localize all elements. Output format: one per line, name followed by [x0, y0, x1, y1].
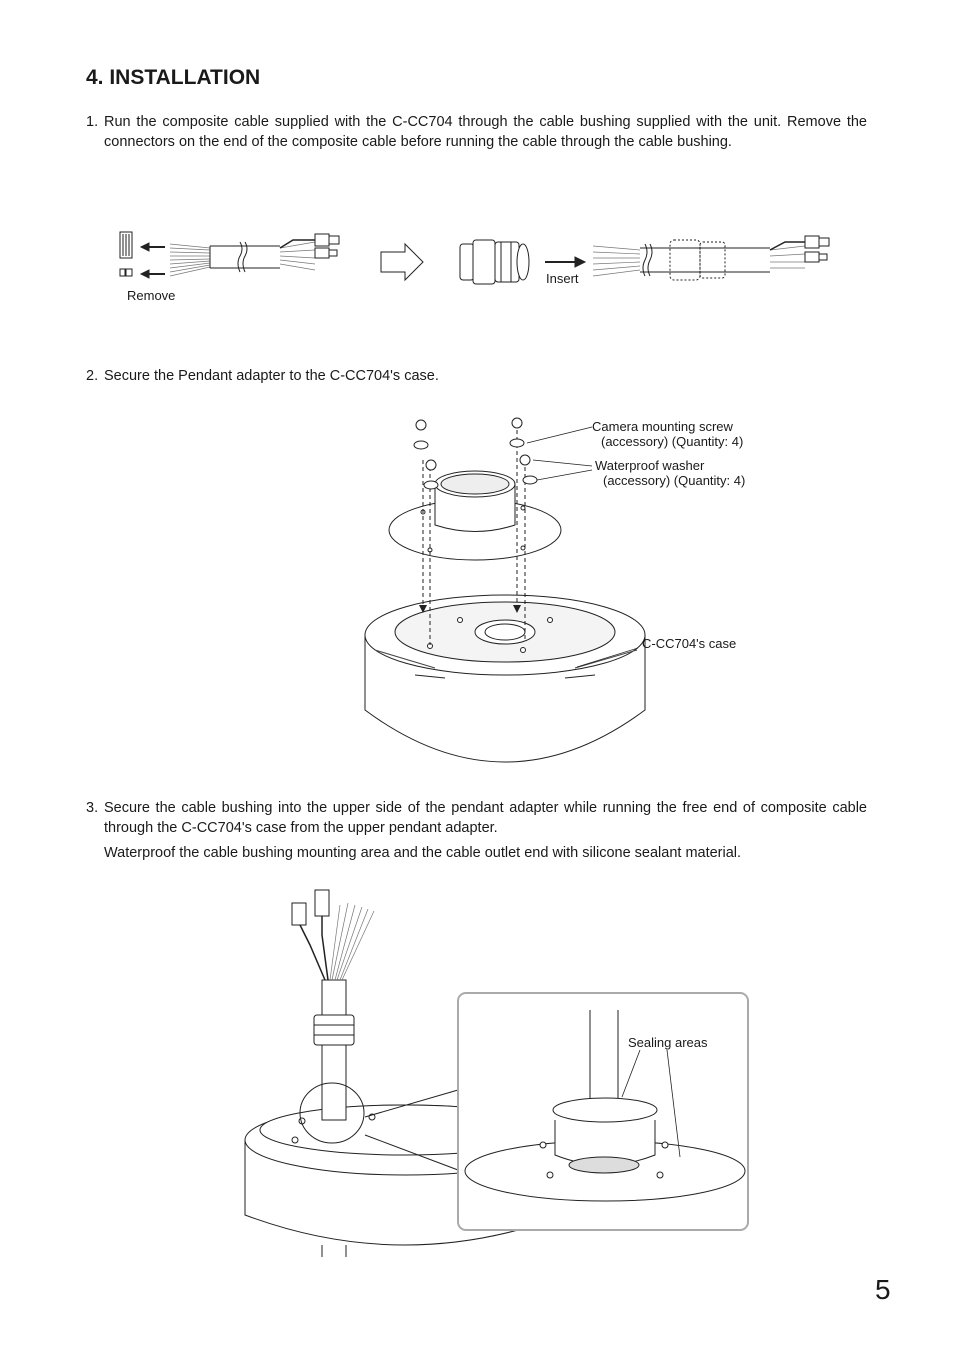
step-text: Secure the cable bushing into the upper … [104, 800, 867, 836]
washer-label-line2: (accessory) (Quantity: 4) [603, 473, 746, 488]
step-number: 1. [86, 114, 99, 130]
pendant-adapter-figure [364, 417, 646, 763]
step-text: Run the composite cable supplied with th… [104, 114, 867, 150]
cable-preparation-figure [119, 231, 830, 285]
insert-label: Insert [546, 271, 579, 286]
remove-label: Remove [127, 288, 176, 303]
step-number: 3. [86, 800, 99, 816]
section-heading: 4. INSTALLATION [86, 66, 261, 89]
washer-label-line1: Waterproof washer [595, 458, 705, 473]
step-1: 1. Run the composite cable supplied with… [86, 113, 867, 152]
step-number: 2. [86, 368, 99, 384]
screw-label-line1: Camera mounting screw [592, 419, 733, 434]
step-text: Secure the Pendant adapter to the C-CC70… [104, 368, 439, 384]
case-label: C-CC704's case [642, 636, 737, 651]
screw-label-line2: (accessory) (Quantity: 4) [601, 434, 744, 449]
sealing-figure [244, 889, 749, 1257]
step-text-secondary: Waterproof the cable bushing mounting ar… [104, 845, 742, 861]
step-2: 2. Secure the Pendant adapter to the C-C… [86, 367, 867, 387]
step-3: 3. Secure the cable bushing into the upp… [86, 799, 867, 864]
sealing-areas-label: Sealing areas [628, 1035, 708, 1050]
page-number: 5 [875, 1274, 891, 1305]
